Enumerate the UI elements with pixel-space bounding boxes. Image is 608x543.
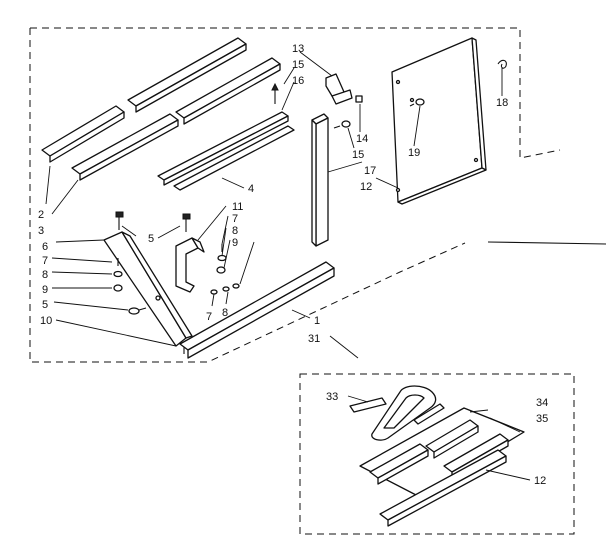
callout-labels: 2 3 6 7 8 9 5 10 5 11 7 8 9 7 8 4 1 31 1… — [38, 43, 548, 487]
channel-strip-2-upper — [127, 37, 247, 113]
callout-5: 5 — [42, 299, 48, 311]
callout-2: 2 — [38, 209, 44, 221]
screw-5-lower — [128, 307, 147, 315]
callout-9: 9 — [42, 284, 48, 296]
callout-5: 5 — [148, 233, 154, 245]
callout-1: 1 — [314, 315, 320, 327]
leader-lines — [45, 51, 531, 481]
channel-strip-3-lower — [71, 113, 179, 181]
bracket-13 — [325, 73, 353, 105]
callout-15: 15 — [352, 149, 364, 161]
screw-15-lower — [333, 120, 351, 129]
strip-4 — [173, 125, 295, 191]
callout-9: 9 — [232, 237, 238, 249]
callout-8: 8 — [232, 225, 238, 237]
callout-3: 3 — [38, 225, 44, 237]
screw-19 — [409, 98, 425, 107]
callout-31: 31 — [308, 333, 320, 345]
channel-strip-3-upper — [175, 57, 281, 125]
panel-12 — [391, 37, 487, 205]
callout-33: 33 — [326, 391, 338, 403]
callout-8: 8 — [222, 307, 228, 319]
callout-8: 8 — [42, 269, 48, 281]
callout-12: 12 — [360, 181, 372, 193]
callout-10: 10 — [40, 315, 52, 327]
channel-strip-2-lower — [41, 105, 125, 163]
angle-rail-1 — [179, 261, 335, 359]
support-leg-10 — [103, 231, 193, 347]
hardware-stack-left — [113, 258, 123, 292]
subkit-31-boundary — [299, 373, 575, 535]
callout-16: 16 — [292, 75, 304, 87]
callout-35: 35 — [536, 413, 548, 425]
clip-18 — [497, 59, 507, 69]
main-kit-boundary — [29, 27, 561, 363]
callout-7: 7 — [42, 255, 48, 267]
stray-mark — [487, 241, 607, 245]
callout-11: 11 — [232, 201, 243, 213]
screw-5-middle — [182, 213, 191, 232]
screw-5-upper — [115, 211, 124, 230]
callout-15: 15 — [292, 59, 304, 71]
bracket-11 — [175, 237, 205, 293]
post-17 — [311, 113, 329, 247]
strip-16 — [157, 111, 289, 186]
callout-6: 6 — [42, 241, 48, 253]
callout-4: 4 — [248, 183, 254, 195]
nut-14 — [355, 95, 363, 103]
callout-17: 17 — [364, 165, 376, 177]
strip-35 — [379, 449, 507, 527]
seal-33 — [349, 385, 445, 441]
callout-18: 18 — [496, 97, 508, 109]
callout-7: 7 — [232, 213, 238, 225]
callout-12: 12 — [534, 475, 546, 487]
callout-13: 13 — [292, 43, 304, 55]
callout-34: 34 — [536, 397, 548, 409]
callout-7: 7 — [206, 311, 212, 323]
callout-14: 14 — [356, 133, 368, 145]
screw-15-upper — [271, 82, 279, 104]
hardware-stack-right — [210, 244, 240, 295]
callout-19: 19 — [408, 147, 420, 159]
